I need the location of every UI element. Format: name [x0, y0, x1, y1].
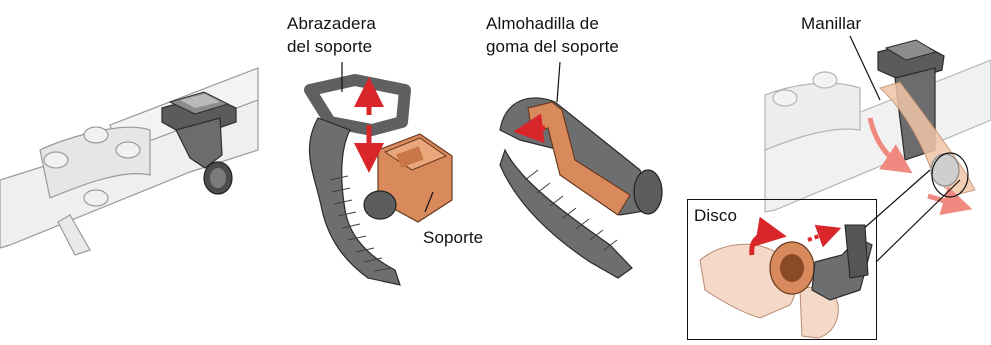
pull-arrow — [927, 186, 973, 216]
label-rubber-pad-line2: goma del soporte — [486, 37, 619, 56]
label-rubber-pad-line1: Almohadilla de — [486, 14, 599, 33]
label-bracket-band-line1: Abrazadera — [287, 14, 376, 33]
label-handlebar: Manillar — [801, 14, 862, 33]
panel-rubber-pad — [499, 97, 663, 279]
mounted-bracket — [161, 91, 237, 195]
insert-arrow — [513, 113, 546, 144]
label-bracket: Soporte — [423, 228, 484, 247]
leader-handlebar — [849, 35, 881, 101]
push-arrow — [807, 224, 842, 248]
rotate-arrow — [749, 216, 787, 256]
wrap-arrow — [867, 117, 913, 174]
inset-dial — [699, 152, 969, 339]
label-bracket-band-line2: del soporte — [287, 37, 373, 56]
leader-bracket — [424, 191, 434, 213]
leader-rubber-pad — [556, 61, 561, 103]
bracket-part — [363, 133, 453, 223]
panel-mounted-bracket — [0, 67, 259, 256]
panel-bracket-band — [304, 74, 453, 286]
label-dial: Disco — [694, 206, 738, 225]
leader-lines — [341, 35, 881, 213]
panel-mount-on-handlebar — [699, 39, 991, 339]
